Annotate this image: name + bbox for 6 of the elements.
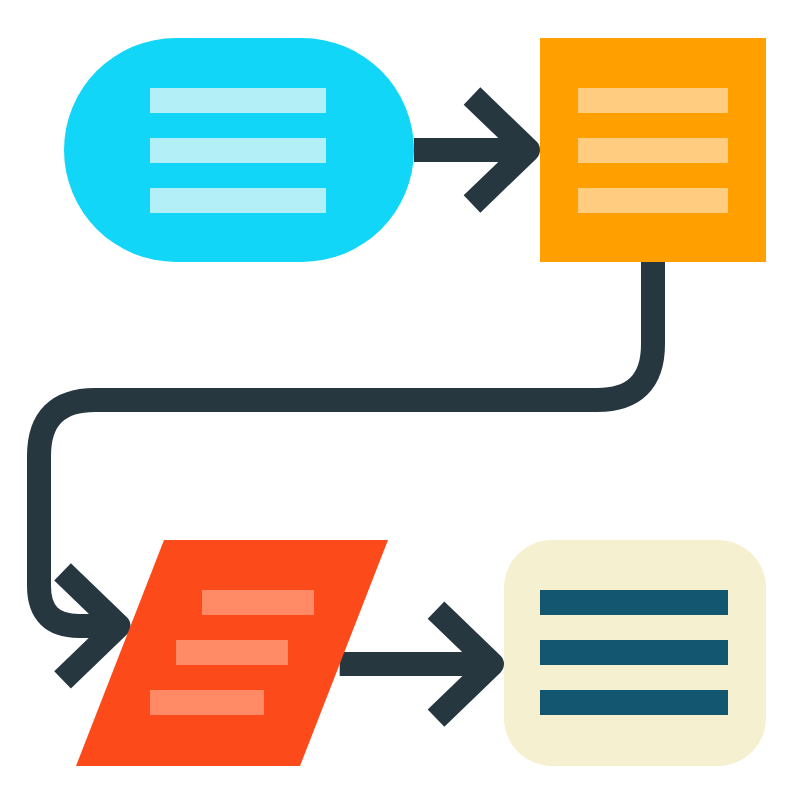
process-box	[540, 38, 766, 262]
parallelogram-node	[76, 540, 388, 766]
arrow	[339, 598, 504, 731]
rounded-box	[504, 540, 766, 766]
arrow	[27, 262, 665, 692]
arrow	[414, 84, 540, 216]
